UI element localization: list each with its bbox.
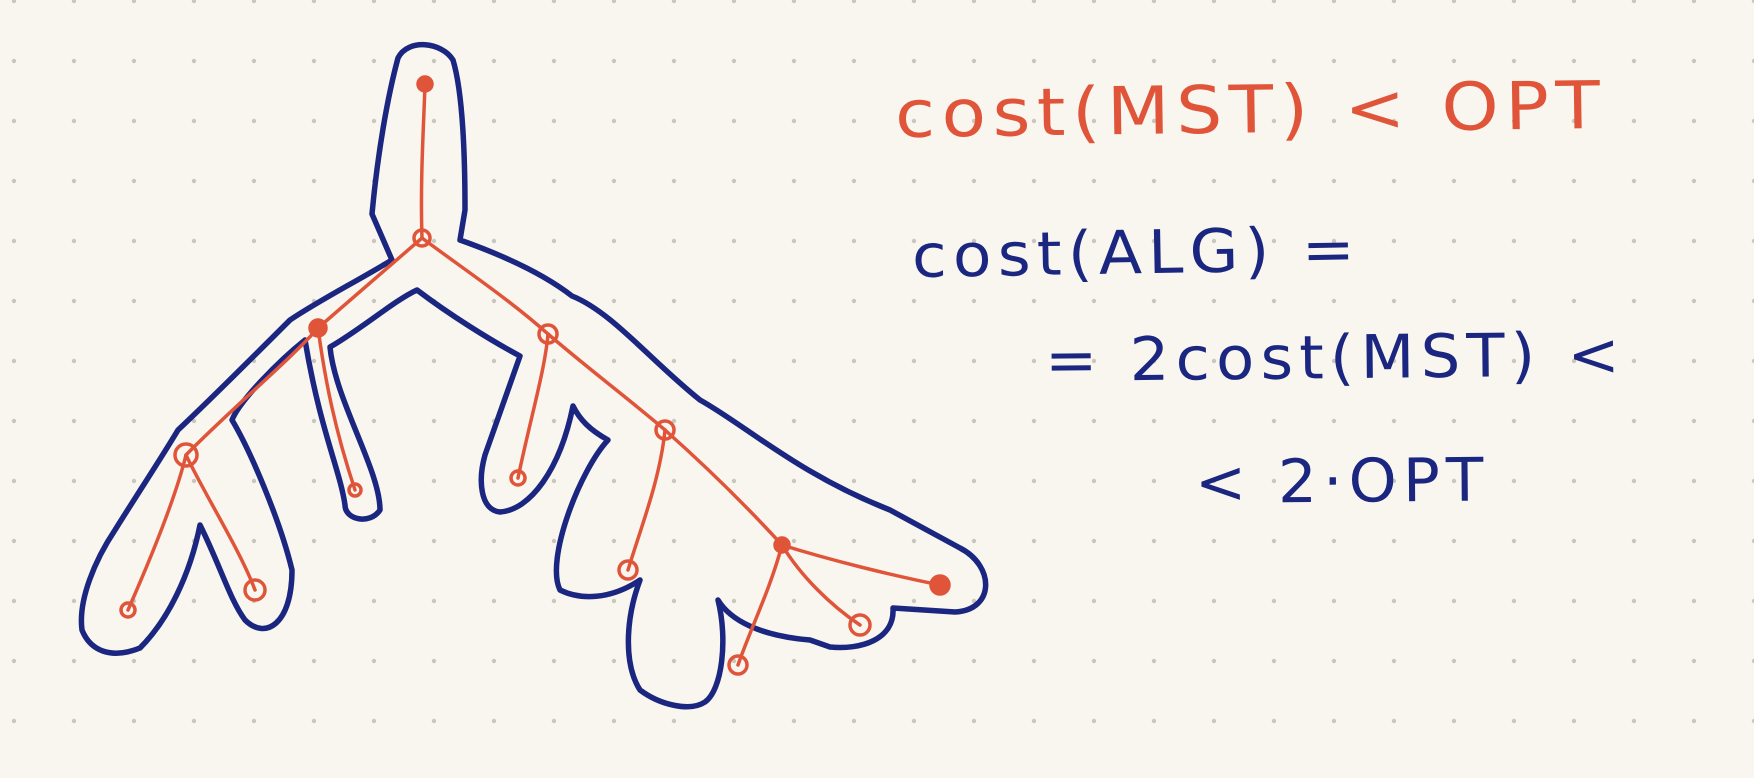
mst-node	[119, 601, 137, 619]
mst-node	[537, 323, 559, 345]
mst-edge	[546, 332, 667, 432]
mst-edge	[736, 543, 784, 667]
mst-node	[308, 318, 328, 338]
mst-edge	[419, 82, 427, 240]
mst-edge	[316, 326, 357, 492]
mst-edge	[184, 326, 320, 457]
mst-node	[617, 559, 639, 581]
mst-node	[412, 228, 432, 248]
mst-node	[848, 613, 872, 637]
mst-node	[173, 442, 199, 468]
note-line-double-mst: = 2cost(MST) <	[1044, 320, 1627, 396]
mst-edges	[126, 82, 942, 667]
mst-edge	[316, 236, 424, 330]
mst-edge	[780, 543, 942, 587]
mst-edge	[126, 453, 188, 612]
mst-node	[243, 578, 267, 602]
mst-edge	[184, 453, 257, 592]
mst-node	[727, 654, 749, 676]
mst-edge	[420, 236, 550, 336]
mst-nodes	[119, 75, 951, 676]
mst-node	[347, 482, 363, 498]
mst-edge	[663, 428, 784, 547]
note-line-two-opt: < 2·OPT	[1194, 445, 1490, 518]
mst-node	[416, 75, 434, 93]
mst-node	[509, 469, 527, 487]
euler-tour-outline	[78, 41, 989, 710]
note-line-mst-vs-opt: cost(MST) < OPT	[894, 66, 1608, 153]
mst-node	[654, 419, 676, 441]
note-line-alg-cost: cost(ALG) =	[911, 214, 1362, 292]
mst-node	[773, 536, 791, 554]
mst-edge	[516, 332, 550, 480]
mst-edge	[626, 428, 667, 572]
mst-node	[929, 574, 951, 596]
